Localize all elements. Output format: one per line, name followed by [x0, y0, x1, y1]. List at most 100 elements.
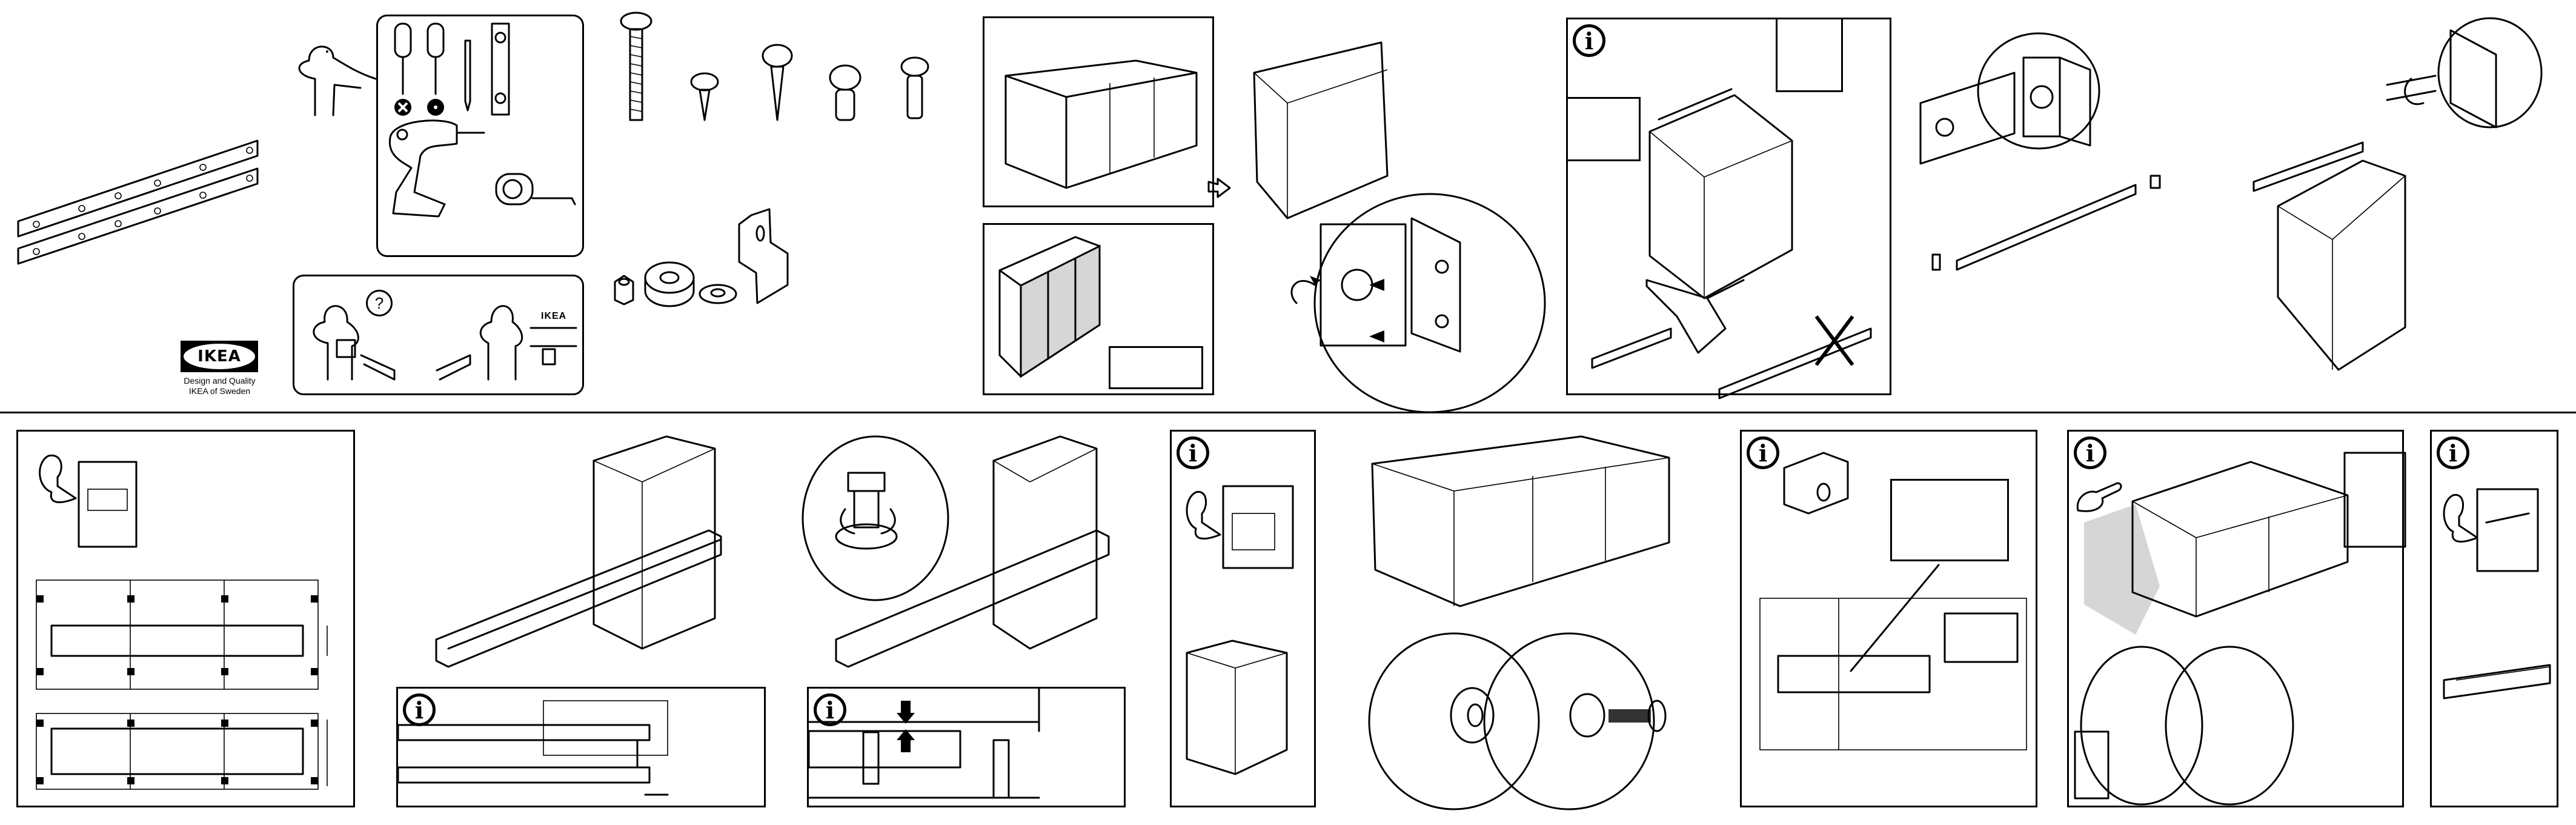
info-panel-rail-positioning: i	[1566, 18, 1891, 399]
panel-leg-height-info: i	[807, 687, 1126, 807]
threaded-screw-icon	[900, 56, 929, 119]
bolt-zoom-circle-right	[1483, 632, 1667, 810]
panel-plinth-info: i	[2430, 430, 2558, 807]
info-icon: i	[1747, 436, 1779, 469]
three-cabinets-outline	[1371, 435, 1670, 607]
plinth-rail	[835, 529, 1110, 668]
person-pointing-icon	[298, 45, 377, 116]
tape-measure-icon	[495, 173, 576, 205]
spacer-ring-icon	[644, 261, 695, 307]
washer-icon	[699, 284, 737, 304]
pointing-hand-icon	[2076, 482, 2122, 512]
person-calling-store-icon	[436, 305, 577, 381]
info-icon: i	[403, 693, 436, 726]
info-icon: i	[1573, 24, 1605, 57]
info-icon: i	[814, 693, 846, 726]
short-wood-screw-icon	[690, 72, 719, 121]
rail-upper	[17, 139, 259, 238]
info-icon: i	[2074, 436, 2106, 469]
info-cabinet-illustration	[1648, 88, 1793, 299]
cabinet-outline	[2277, 159, 2406, 371]
screws-illustration	[620, 12, 929, 121]
see-separate-leaflet-icon	[1186, 485, 1294, 569]
step-panel-connected-cabinets	[983, 16, 1214, 207]
leg-layout-plan-a	[36, 580, 328, 690]
leg-height-detail-illustration	[808, 687, 1040, 799]
leg-layout-plan-b	[36, 713, 328, 790]
tools-panel	[376, 15, 584, 257]
plinth-frame-illustration	[435, 435, 722, 668]
bracket-zoom-circle	[1313, 193, 1546, 413]
rail-lower	[17, 167, 259, 265]
rail-cut-correct	[1591, 327, 1672, 369]
plinth-rail	[435, 529, 722, 668]
see-separate-instructions-icon	[1109, 346, 1203, 389]
short-thick-screw-icon	[829, 64, 861, 121]
plinth-section-illustration	[2443, 664, 2551, 700]
panel-leg-plan	[16, 430, 355, 807]
step-panel-cabinets-with-doors	[983, 223, 1214, 395]
cabinets-with-doors-illustration	[998, 236, 1101, 378]
question-bubble: ?	[366, 290, 393, 316]
help-panel: ? IKEA	[293, 275, 584, 395]
bolt-zoom-circle-left	[1368, 632, 1540, 810]
z-bracket-icon	[738, 208, 789, 304]
bracket-small-icon	[1931, 175, 2161, 271]
cabinet-bracket-detail-illustration	[1253, 41, 1546, 413]
tagline-line1: Design and Quality	[184, 376, 256, 386]
leg-adjust-illustration	[802, 435, 1110, 668]
panel-plinth-offset-info: i	[396, 687, 766, 807]
clip-placement-plan	[1759, 564, 2027, 750]
cabinet-side-assembly-illustration	[1186, 640, 1288, 775]
store-sign-text: IKEA	[541, 311, 567, 321]
offset-detail-illustration	[397, 700, 669, 796]
cabinet-outline	[1253, 41, 1389, 219]
panel-drill-connect: i	[2067, 430, 2406, 807]
mounting-rails-illustration	[17, 139, 259, 265]
see-separate-leaflet-icon	[39, 455, 138, 548]
phillips-screwdriver-icon	[394, 22, 412, 116]
flat-screwdriver-icon	[427, 22, 445, 116]
bracket-zoom-circle	[1919, 32, 2100, 165]
confused-person-icon	[313, 305, 396, 381]
cabinet-outline	[593, 435, 716, 650]
corner-detail-left	[1566, 97, 1641, 161]
bracket-rail-detail-illustration	[1919, 32, 2161, 271]
row-divider	[0, 412, 2576, 413]
panel-wall-cabinet-info: i	[1170, 430, 1316, 807]
rail-icon	[2252, 141, 2364, 192]
saw-icon	[1645, 279, 1745, 354]
three-cabinets-illustration	[1004, 59, 1198, 189]
tools-illustration	[388, 22, 576, 218]
lock-nut-icon	[614, 275, 634, 306]
joining-cabinets-illustration	[1368, 435, 1670, 810]
leg-zoom-circle	[802, 435, 949, 601]
power-drill-icon	[388, 119, 485, 218]
screw-zoom-circle	[2386, 17, 2543, 129]
panel-clip-info: i	[1740, 430, 2037, 807]
pencil-icon	[464, 39, 471, 112]
next-step-arrow-icon	[1207, 178, 1231, 198]
spirit-level-icon	[491, 22, 510, 116]
tagline: Design and Quality IKEA of Sweden	[176, 376, 264, 396]
tagline-line2: IKEA of Sweden	[188, 386, 251, 396]
info-icon: i	[2437, 436, 2469, 469]
see-separate-leaflet-icon	[2443, 488, 2539, 572]
rotate-arrow-icon	[2404, 78, 2425, 105]
rotate-arrow-icon	[1290, 276, 1321, 304]
rail-cut-wrong	[1718, 315, 1872, 399]
rail-icon	[1956, 184, 2137, 271]
wall-cabinets-illustration	[2074, 452, 2406, 806]
small-parts-illustration	[614, 208, 789, 307]
rotate-arrow-icon	[840, 508, 896, 535]
long-wood-screw-icon	[762, 44, 793, 121]
info-icon: i	[1177, 436, 1209, 469]
rail-to-cabinet-illustration	[2252, 17, 2543, 371]
ikea-logo: IKEA	[181, 341, 258, 372]
ikea-logo-text: IKEA	[184, 344, 255, 369]
corner-detail-right	[1776, 18, 1843, 92]
long-machine-screw-icon	[620, 12, 652, 121]
plinth-clip-icon	[1783, 452, 1849, 515]
cabinet-outline	[992, 435, 1098, 650]
question-mark: ?	[374, 294, 384, 312]
